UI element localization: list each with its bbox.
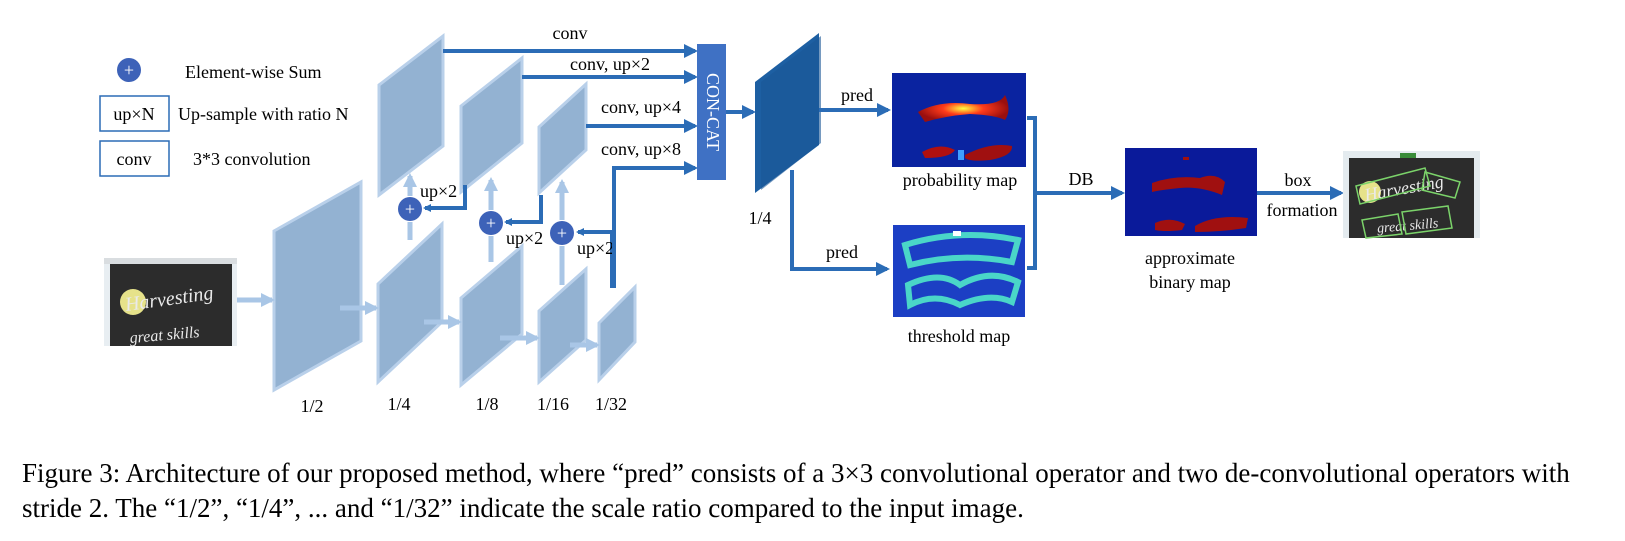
backbone-layer-1-16 xyxy=(537,265,588,386)
detected-box-2 xyxy=(1421,171,1461,199)
db-merge-bracket xyxy=(1027,116,1037,270)
backbone-layer-1-32 xyxy=(597,283,637,384)
sum-symbol-icon xyxy=(117,58,141,82)
legend-sum-symbol: + xyxy=(124,60,134,80)
branch-conv-up8 xyxy=(612,161,698,288)
input-image: Harvesting great skills xyxy=(104,258,237,347)
sum-node-3 xyxy=(550,221,574,245)
concat-label: CON-CAT xyxy=(703,73,723,151)
sum-node-2 xyxy=(479,211,503,235)
legend-sum-desc: Element-wise Sum xyxy=(185,62,321,82)
legend-conv-desc: 3*3 convolution xyxy=(193,149,311,169)
probability-map-label: probability map xyxy=(903,170,1017,190)
sum-node-2-symbol: + xyxy=(486,213,496,233)
probability-map xyxy=(892,73,1026,167)
legend-up-label: up×N xyxy=(113,104,154,124)
legend-conv-label: conv xyxy=(117,149,152,169)
backbone-layer-1-4 xyxy=(376,220,444,386)
db-architecture-diagram: + Element-wise Sum up×N Up-sample with r… xyxy=(99,23,1480,416)
db-label: DB xyxy=(1068,169,1093,189)
arrow-pred-threshold xyxy=(790,170,890,276)
approximate-binary-map xyxy=(1125,148,1257,236)
branch-label-conv-up4: conv, up×4 xyxy=(601,97,681,117)
pred-label-threshold: pred xyxy=(826,242,858,262)
branch-label-conv: conv xyxy=(553,23,588,43)
figure-caption: Figure 3: Architecture of our proposed m… xyxy=(22,458,1570,523)
backbone-layer-1-8 xyxy=(459,242,524,389)
scale-label-1-8: 1/8 xyxy=(475,394,498,414)
concat-block: CON-CAT xyxy=(697,44,726,180)
box-formation-label-1: box xyxy=(1285,170,1312,190)
branch-label-conv-up8: conv, up×8 xyxy=(601,139,681,159)
input-image-text-2: great skills xyxy=(129,324,200,347)
scale-label-1-32: 1/32 xyxy=(595,394,627,414)
upsample-path-2 xyxy=(504,195,543,226)
fpn-layer-3 xyxy=(537,80,588,197)
output-image: Harvesting great skills xyxy=(1343,151,1480,239)
fpn-up-label-1: up×2 xyxy=(420,181,457,201)
threshold-map-label: threshold map xyxy=(908,326,1010,346)
fpn-layer-2 xyxy=(459,54,524,196)
scale-label-1-2: 1/2 xyxy=(300,396,323,416)
upsample-path-1 xyxy=(423,185,467,212)
detected-box-3 xyxy=(1361,213,1403,239)
pred-label-probability: pred xyxy=(841,85,873,105)
legend-conv-box xyxy=(99,140,170,177)
fpn: + + + up×2 up×2 up×2 xyxy=(377,32,614,288)
binary-map-label-2: binary map xyxy=(1149,272,1230,292)
fpn-up-label-3: up×2 xyxy=(577,238,614,258)
legend-up-desc: Up-sample with ratio N xyxy=(178,104,348,124)
legend: + Element-wise Sum up×N Up-sample with r… xyxy=(99,58,348,177)
sum-node-1-symbol: + xyxy=(405,199,415,219)
detected-box-4 xyxy=(1401,205,1453,235)
threshold-map xyxy=(893,225,1025,317)
backbone-layer-1-2 xyxy=(272,179,363,393)
binary-map-label-1: approximate xyxy=(1145,248,1235,268)
branch-label-conv-up2: conv, up×2 xyxy=(570,54,650,74)
backbone: 1/2 1/4 1/8 1/16 1/32 xyxy=(237,179,637,416)
sum-node-3-symbol: + xyxy=(557,223,567,243)
box-formation-label-2: formation xyxy=(1267,200,1338,220)
legend-up-box xyxy=(99,95,170,132)
fused-feature xyxy=(755,33,821,193)
concat-branches: conv conv, up×2 conv, up×4 conv, up×8 xyxy=(443,23,698,288)
sum-node-1 xyxy=(398,197,422,221)
scale-label-1-4: 1/4 xyxy=(387,394,410,414)
scale-label-1-16: 1/16 xyxy=(537,394,569,414)
fpn-layer-1 xyxy=(377,32,445,199)
detected-box-1 xyxy=(1355,167,1431,205)
fpn-up-label-2: up×2 xyxy=(506,228,543,248)
fused-scale-label: 1/4 xyxy=(748,208,771,228)
